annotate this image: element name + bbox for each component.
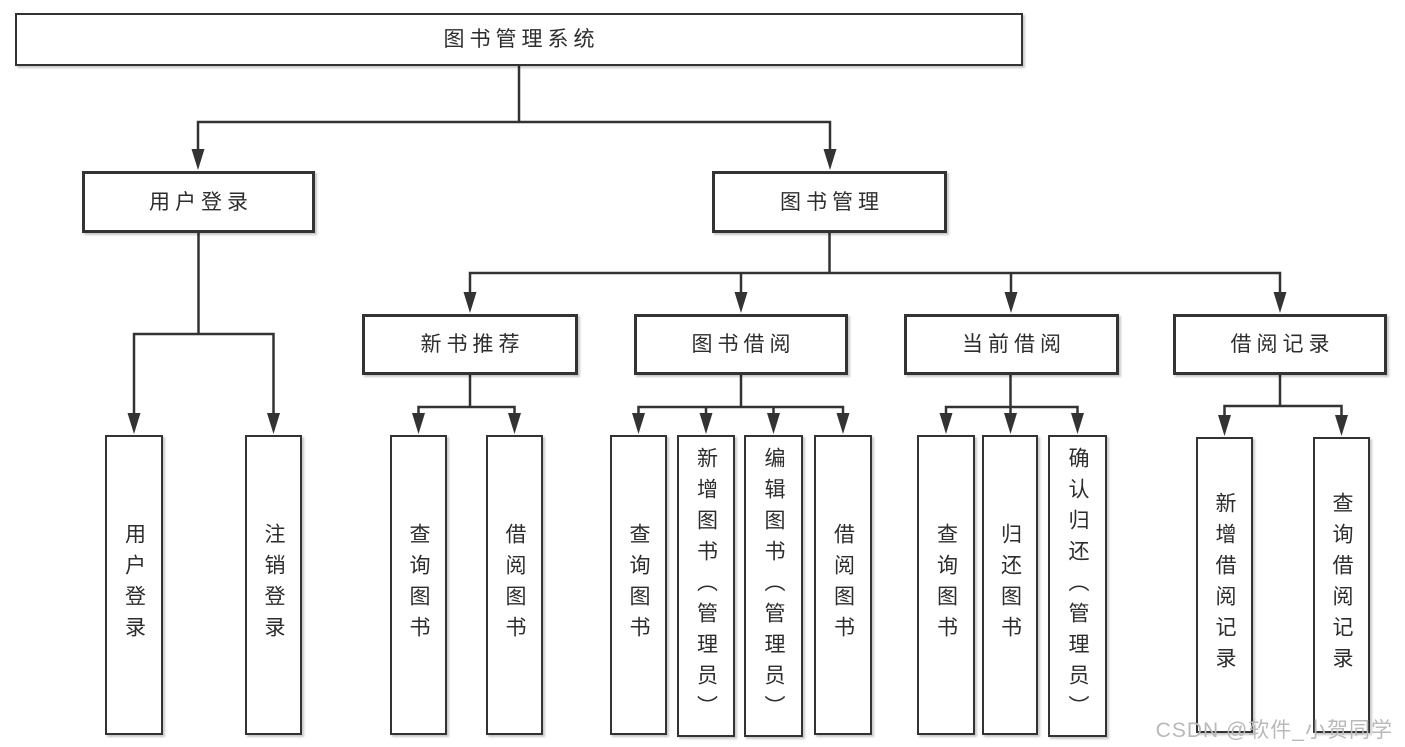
node-book-management: 图书管理 <box>712 171 947 233</box>
leaf-borrow-books-recommendation: 借阅图书 <box>486 435 543 735</box>
leaf-confirm-return-admin: 确认归还（管理员） <box>1048 435 1107 737</box>
leaf-query-books-borrowing-label: 查询图书 <box>627 523 650 647</box>
leaf-confirm-return-admin-label: 确认归还（管理员） <box>1066 446 1089 726</box>
leaf-query-borrow-record: 查询借阅记录 <box>1313 437 1370 733</box>
leaf-logout-label: 注销登录 <box>262 523 285 647</box>
node-new-book-recommendation: 新书推荐 <box>362 314 578 375</box>
node-user-login-label: 用户登录 <box>149 190 253 214</box>
leaf-edit-books-admin: 编辑图书（管理员） <box>744 435 803 737</box>
node-book-borrowing: 图书借阅 <box>634 314 848 375</box>
leaf-user-login-label: 用户登录 <box>122 523 146 647</box>
node-current-borrowing-label: 当前借阅 <box>962 333 1066 356</box>
node-borrowing-records-label: 借阅记录 <box>1230 333 1335 356</box>
leaf-query-books-current: 查询图书 <box>917 435 975 735</box>
leaf-return-books-label: 归还图书 <box>998 523 1022 647</box>
node-library-system-label: 图书管理系统 <box>443 28 600 51</box>
node-current-borrowing: 当前借阅 <box>904 314 1119 375</box>
leaf-add-borrow-record-label: 新增借阅记录 <box>1213 492 1236 678</box>
leaf-return-books: 归还图书 <box>982 435 1038 735</box>
node-library-system: 图书管理系统 <box>15 13 1023 66</box>
leaf-query-borrow-record-label: 查询借阅记录 <box>1330 492 1353 678</box>
node-borrowing-records: 借阅记录 <box>1173 314 1387 375</box>
leaf-user-login: 用户登录 <box>105 435 163 735</box>
watermark: CSDN @软件_小贺同学 <box>1155 719 1393 742</box>
leaf-query-books-recommendation: 查询图书 <box>390 435 447 735</box>
leaf-query-books-borrowing: 查询图书 <box>610 435 667 735</box>
leaf-add-books-admin-label: 新增图书（管理员） <box>694 446 718 726</box>
leaf-edit-books-admin-label: 编辑图书（管理员） <box>762 446 785 726</box>
leaf-query-books-recommendation-label: 查询图书 <box>407 523 430 647</box>
node-book-management-label: 图书管理 <box>780 190 884 214</box>
leaf-add-books-admin: 新增图书（管理员） <box>677 435 735 737</box>
leaf-borrow-books-recommendation-label: 借阅图书 <box>503 523 526 647</box>
leaf-add-borrow-record: 新增借阅记录 <box>1196 437 1253 733</box>
leaf-borrow-books-label: 借阅图书 <box>831 523 855 647</box>
leaf-logout: 注销登录 <box>245 435 302 735</box>
node-book-borrowing-label: 图书借阅 <box>691 333 796 356</box>
node-user-login: 用户登录 <box>82 171 315 233</box>
node-new-book-recommendation-label: 新书推荐 <box>420 333 525 356</box>
leaf-borrow-books: 借阅图书 <box>814 435 872 735</box>
leaf-query-books-current-label: 查询图书 <box>934 523 958 647</box>
